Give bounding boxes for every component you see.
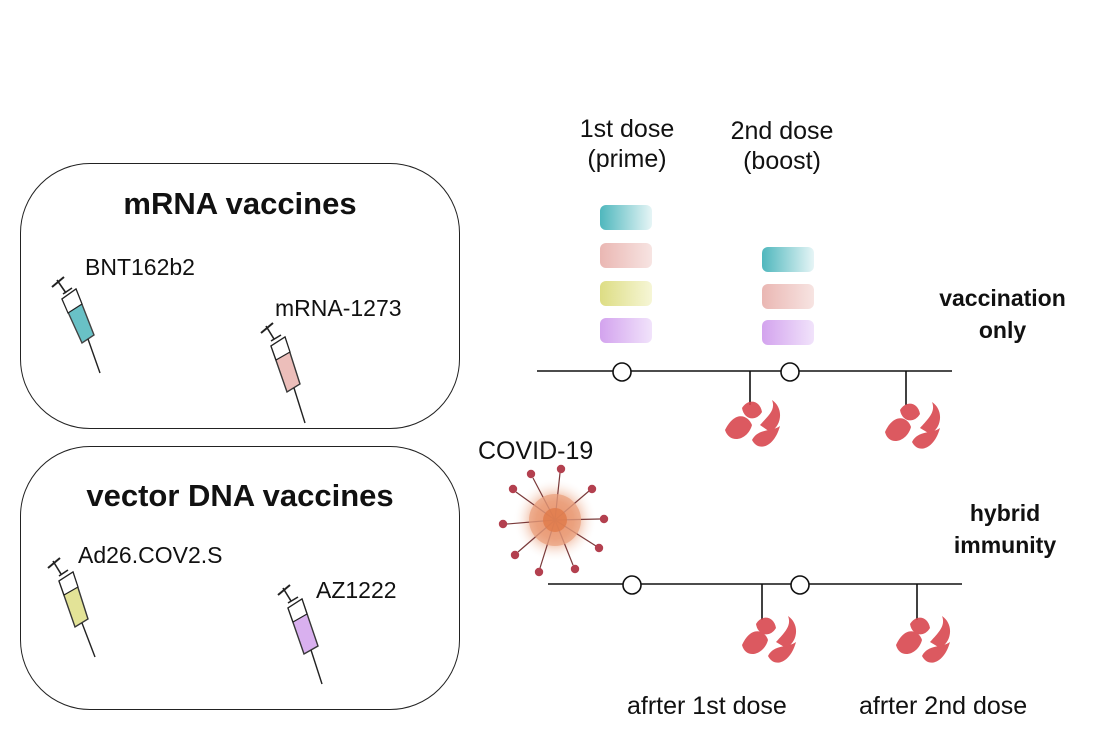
vector-dna-vaccines-box — [20, 446, 460, 710]
vaccine-label-bnt162b2: BNT162b2 — [85, 254, 195, 280]
vaccination-only-line2: only — [978, 317, 1027, 343]
syringe-icon-mrna-1273 — [260, 322, 306, 424]
after-second-dose-label: afrter 2nd dose — [859, 692, 1028, 720]
after-first-dose-label: afrter 1st dose — [627, 692, 787, 720]
hybrid-immunity-label: hybrid immunity — [925, 497, 1085, 561]
timeline2-dose1-marker — [622, 575, 642, 595]
second-dose-line2: (boost) — [743, 147, 821, 175]
dose1-bar-pink — [600, 243, 652, 268]
mrna-vaccines-title: mRNA vaccines — [123, 186, 357, 221]
antibody-response-icon-3 — [742, 616, 797, 663]
timeline-vaccination-only — [537, 362, 952, 405]
dose2-bar-teal — [762, 247, 814, 272]
timeline1-dose2-marker — [780, 362, 800, 382]
second-dose-heading: 2nd dose (boost) — [707, 116, 857, 176]
dose1-bar-yellow — [600, 281, 652, 306]
timeline-hybrid-immunity — [548, 575, 962, 620]
syringe-icon-bnt162b2 — [51, 276, 101, 374]
hybrid-immunity-line2: immunity — [953, 532, 1057, 558]
vaccination-only-label: vaccination only — [915, 282, 1090, 346]
antibody-response-icon-1 — [725, 400, 781, 447]
first-dose-line1: 1st dose — [579, 115, 675, 143]
vector-dna-vaccines-title: vector DNA vaccines — [86, 478, 394, 513]
antibody-response-icon-2 — [885, 402, 941, 449]
timeline2-dose2-marker — [790, 575, 810, 595]
vaccination-only-line1: vaccination — [939, 285, 1066, 311]
dose2-bar-purple — [762, 320, 814, 345]
antibody-response-icon-4 — [896, 616, 951, 663]
second-dose-line1: 2nd dose — [730, 117, 834, 145]
dose1-bar-teal — [600, 205, 652, 230]
vaccine-label-az1222: AZ1222 — [316, 577, 397, 603]
hybrid-immunity-line1: hybrid — [969, 500, 1041, 526]
vaccine-label-ad26: Ad26.COV2.S — [78, 542, 223, 568]
timeline1-dose1-marker — [612, 362, 632, 382]
vaccine-label-mrna-1273: mRNA-1273 — [275, 295, 402, 321]
covid-19-label: COVID-19 — [478, 437, 594, 465]
syringe-icon-az1222 — [277, 584, 323, 685]
dose2-bar-pink — [762, 284, 814, 309]
virus-icon — [498, 464, 609, 577]
first-dose-heading: 1st dose (prime) — [552, 114, 702, 174]
first-dose-line2: (prime) — [587, 145, 667, 173]
syringe-icon-ad26 — [47, 557, 96, 658]
mrna-vaccines-box — [20, 163, 460, 429]
dose1-bar-purple — [600, 318, 652, 343]
